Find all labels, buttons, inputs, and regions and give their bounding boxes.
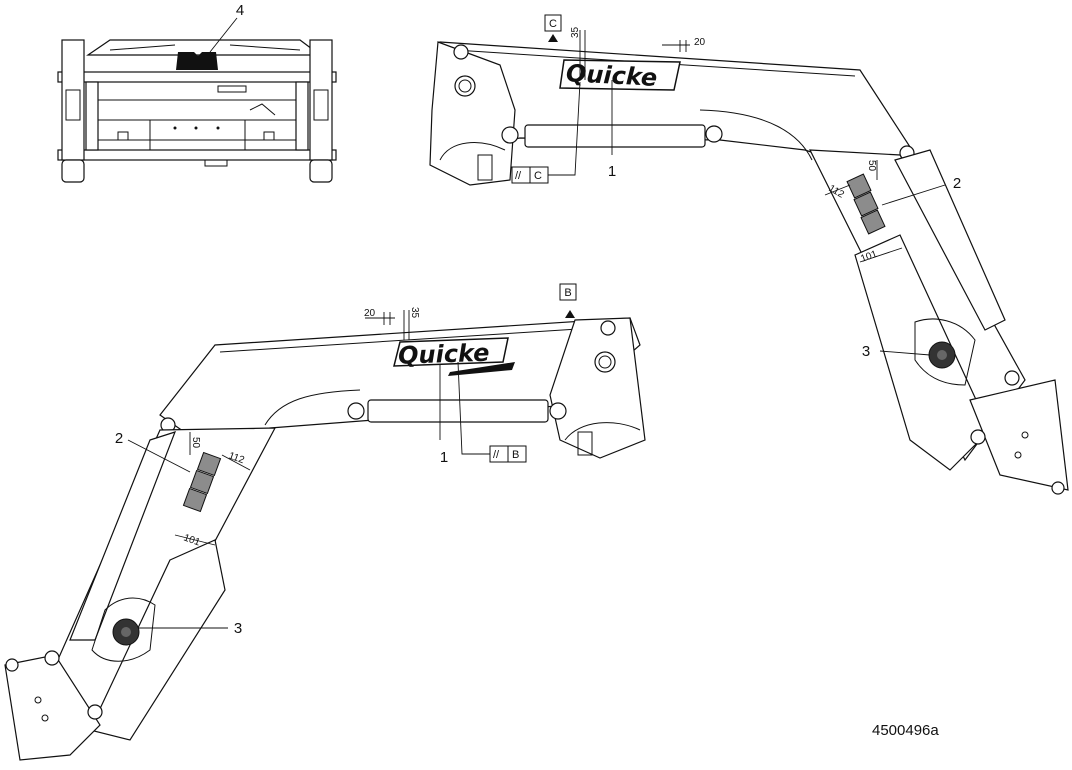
figure-part-number: 4500496a (872, 722, 939, 739)
front-view (57, 39, 337, 183)
left-dim-20: 20 (364, 308, 376, 319)
left-dim-50: 50 (190, 437, 201, 449)
front-decal-4 (176, 52, 218, 70)
svg-text:Quicke: Quicke (398, 339, 490, 370)
left-dim-35: 35 (409, 307, 420, 319)
left-parallel-ref: B (512, 449, 519, 461)
right-callout-1: 1 (608, 163, 616, 180)
right-dim-50: 50 (866, 160, 877, 172)
front-callout-4: 4 (236, 2, 244, 19)
right-decal-2 (846, 173, 886, 235)
right-loader-arm: Quicke C 35 20 // C 1 2 112 50 101 3 (429, 14, 1069, 495)
right-callout-2: 2 (953, 175, 961, 192)
left-decal-2 (182, 451, 222, 513)
left-callout-1: 1 (440, 449, 448, 466)
right-dim-35: 35 (570, 26, 581, 38)
right-quicke-logo: Quicke (559, 59, 681, 92)
left-dim-112: 112 (227, 450, 246, 466)
left-quicke-logo: Quicke (393, 337, 509, 370)
right-dim-20: 20 (694, 37, 706, 48)
right-parallel-symbol: // (515, 170, 522, 182)
left-callout-3: 3 (234, 620, 242, 637)
right-datum-label: C (549, 18, 557, 30)
left-loader-arm: Quicke B 20 35 // B 1 2 50 112 101 (4, 283, 646, 761)
left-callout-2: 2 (115, 430, 123, 447)
left-datum-label: B (564, 287, 571, 299)
right-parallel-ref: C (534, 170, 542, 182)
right-callout-3: 3 (862, 343, 870, 360)
left-parallel-symbol: // (493, 449, 500, 461)
